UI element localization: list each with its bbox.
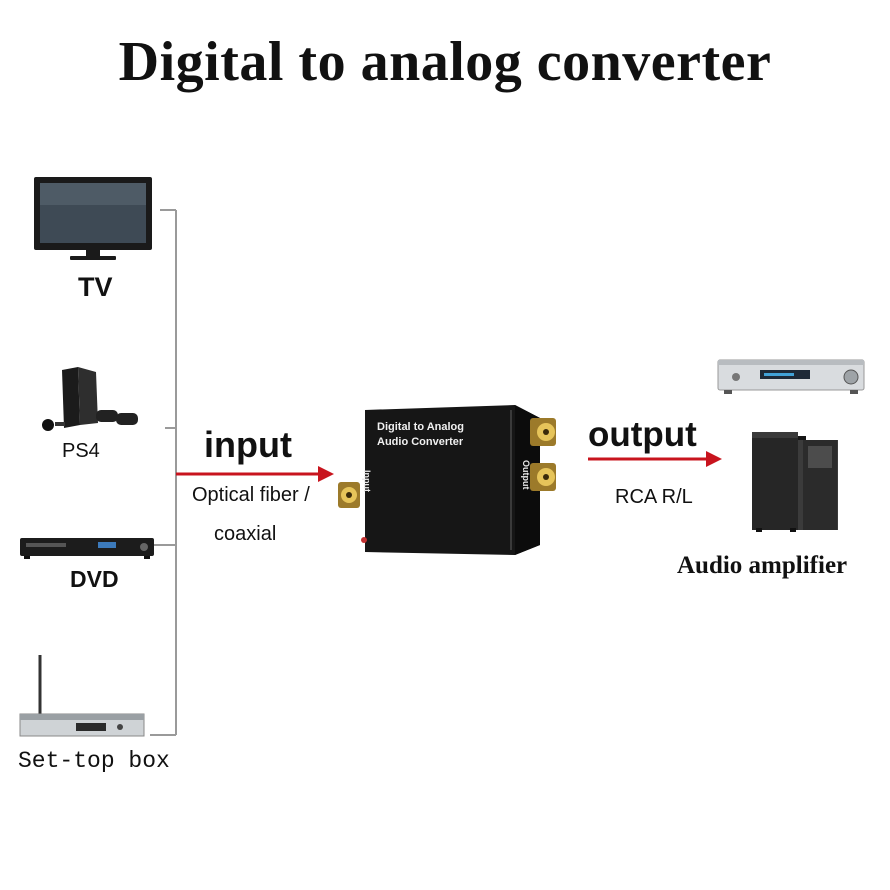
input-detail-line1: Optical fiber / — [192, 484, 310, 506]
source-label-set-top-box: Set-top box — [18, 748, 170, 774]
destination-label: Audio amplifier — [677, 552, 848, 579]
converter-device — [338, 405, 556, 555]
source-label-ps4: PS4 — [62, 440, 100, 462]
game-console-icon — [42, 367, 138, 431]
output-arrow — [588, 451, 722, 467]
tv-icon — [34, 177, 152, 260]
output-label: output — [588, 415, 697, 454]
converter-input-port-label: Input — [362, 470, 372, 492]
source-bracket — [150, 209, 177, 736]
speaker-icon — [752, 432, 838, 532]
source-label-tv: TV — [78, 272, 113, 302]
input-detail-line2: coaxial — [214, 523, 277, 545]
converter-face-text: Digital to Analog Audio Converter — [377, 420, 464, 450]
dvd-player-icon — [20, 538, 154, 559]
av-receiver-icon — [717, 359, 865, 394]
page-title: Digital to analog converter — [118, 31, 772, 93]
converter-line2: Audio Converter — [377, 436, 464, 448]
converter-line1: Digital to Analog — [377, 421, 464, 433]
input-arrow — [176, 466, 334, 482]
source-label-dvd: DVD — [70, 566, 119, 592]
input-label: input — [204, 424, 292, 465]
set-top-box-icon — [19, 655, 145, 737]
output-detail: RCA R/L — [615, 486, 693, 508]
converter-output-port-label: Output — [521, 460, 531, 490]
